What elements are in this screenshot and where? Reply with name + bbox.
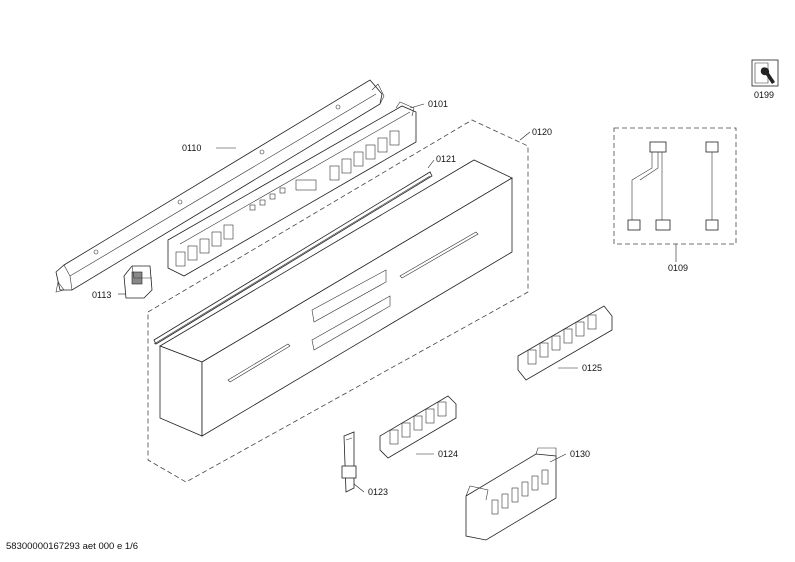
label-0123: 0123 <box>368 487 388 497</box>
label-0110: 0110 <box>182 143 201 153</box>
part-housing-0130 <box>465 447 557 541</box>
label-0199: 0199 <box>754 90 774 100</box>
label-0130: 0130 <box>570 449 590 459</box>
part-connector-0125 <box>517 305 613 381</box>
label-0113: 0113 <box>92 290 111 300</box>
label-0109: 0109 <box>668 263 688 273</box>
part-control-panel <box>159 159 513 437</box>
document-footer: 58300000167293 aet 000 e 1/6 <box>6 541 139 552</box>
part-strip-0121 <box>153 171 433 345</box>
label-0121: 0121 <box>436 154 456 164</box>
wrench-manual-icon <box>751 59 779 87</box>
part-board-0101 <box>167 101 417 277</box>
label-0124: 0124 <box>438 449 458 459</box>
part-rail-0110 <box>55 79 385 293</box>
part-connector-0124 <box>379 395 457 459</box>
part-harness-0109 <box>613 127 737 245</box>
part-bracket-0113 <box>123 265 153 299</box>
label-0125: 0125 <box>582 363 602 373</box>
label-0120: 0120 <box>532 127 552 137</box>
part-latch-0123 <box>341 431 357 493</box>
group-outline-0120 <box>147 119 529 483</box>
label-0101: 0101 <box>428 99 448 109</box>
